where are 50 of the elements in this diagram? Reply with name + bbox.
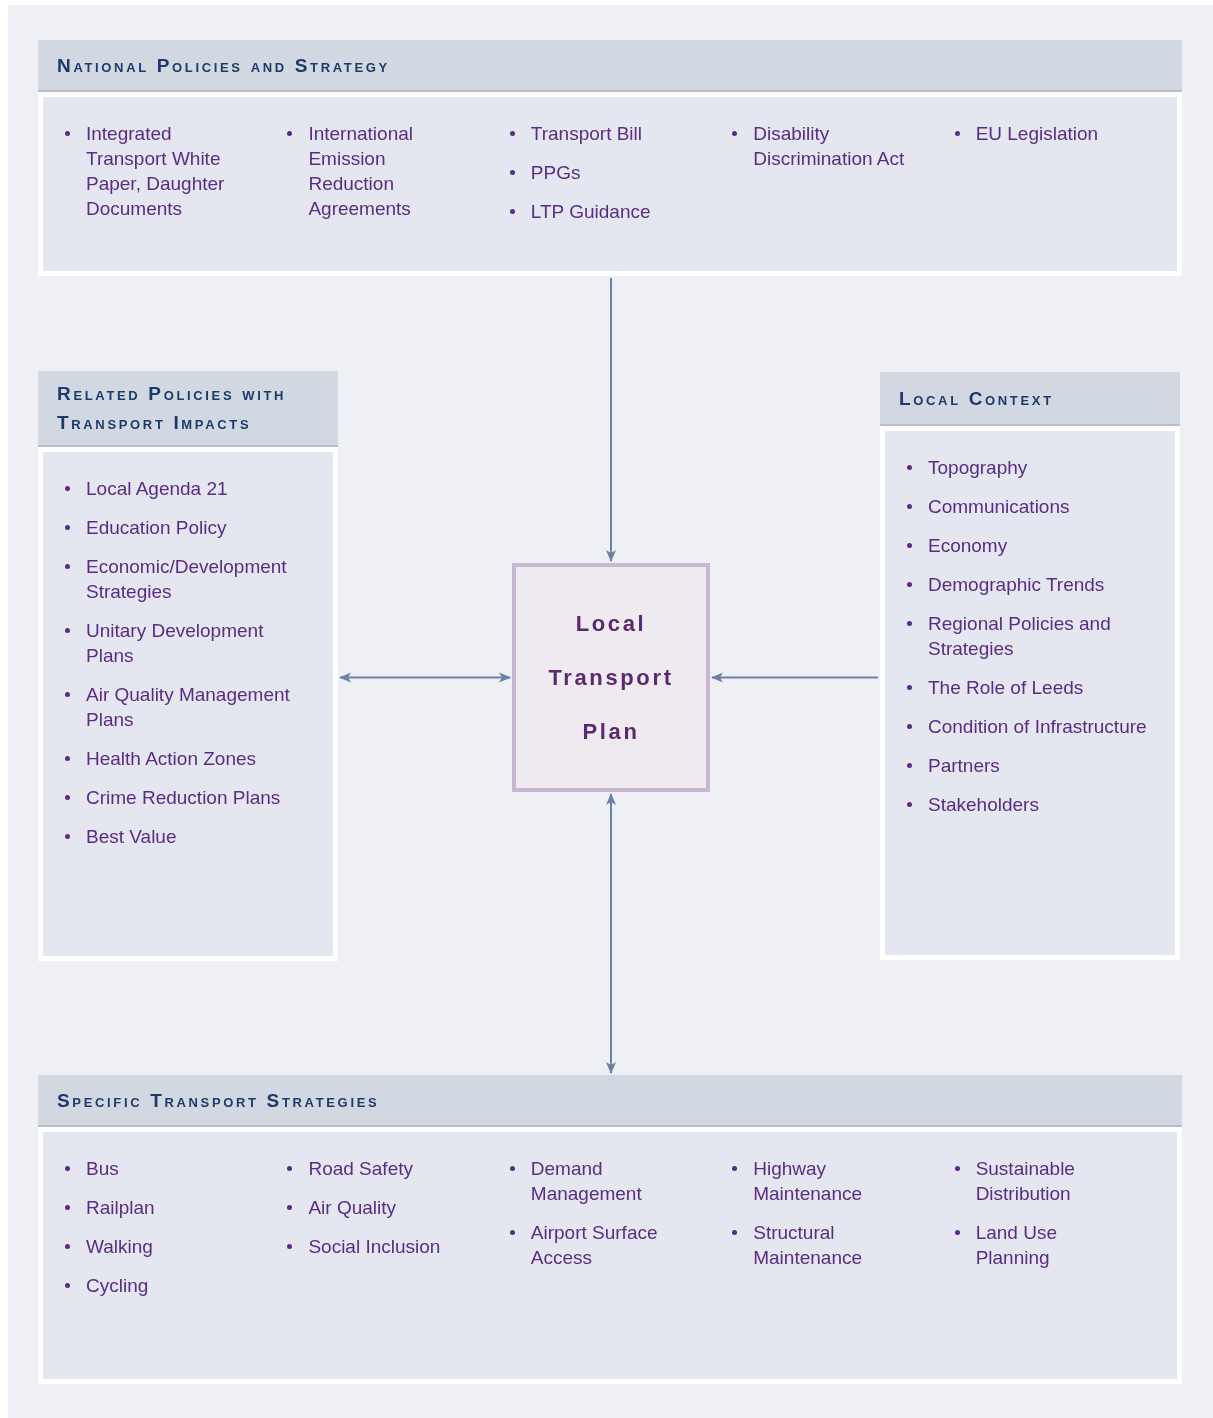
list-item: Airport Surface Access	[530, 1221, 659, 1270]
list-item: Best Value	[86, 825, 178, 849]
list-item: Disability Discrimination Act	[753, 122, 906, 171]
list-item: Demographic Trends	[928, 573, 1106, 597]
list-item: Regional Policies and Strategies	[928, 612, 1112, 661]
arrow	[606, 277, 616, 562]
list-item: Education Policy	[86, 516, 228, 540]
list-item: LTP Guidance	[530, 200, 652, 224]
list-item: Economic/Development Strategies	[86, 555, 288, 604]
list-item: Land Use Planning	[975, 1221, 1058, 1270]
list-item: Cycling	[86, 1274, 150, 1298]
arrow	[606, 793, 616, 1074]
list-item: Road Safety	[308, 1157, 414, 1181]
list-item: Social Inclusion	[308, 1235, 442, 1259]
panel	[38, 1075, 1182, 1384]
panel-header: National Policies and Strategy	[38, 40, 1182, 92]
list-item: Health Action Zones	[86, 747, 258, 771]
panel	[38, 40, 1182, 276]
plan-title: Local Transport Plan	[547, 609, 675, 746]
list-item: Crime Reduction Plans	[86, 786, 282, 810]
list-item: Highway Maintenance	[753, 1157, 863, 1206]
panel-header: Related Policies with Transport Impacts	[38, 371, 338, 447]
list-item: Demand Management	[530, 1157, 643, 1206]
panel	[38, 371, 338, 961]
list-item: EU Legislation	[975, 122, 1100, 146]
list-item: Topography	[928, 456, 1029, 480]
list-item: Transport Bill	[530, 122, 644, 146]
list-item: Condition of Infrastructure	[928, 715, 1147, 739]
list-item: PPGs	[530, 161, 582, 185]
panel-header: Specific Transport Strategies	[38, 1075, 1182, 1127]
list-item: Integrated Transport White Paper, Daughter Documents	[86, 122, 226, 221]
list-item: International Emission Reduction Agreements	[308, 122, 414, 221]
list-item: The Role of Leeds	[928, 676, 1085, 700]
arrow	[711, 672, 879, 683]
arrow	[339, 672, 511, 683]
list-item: Railplan	[86, 1196, 156, 1220]
list-item: Communications	[928, 495, 1071, 519]
list-item: Local Agenda 21	[86, 477, 229, 501]
list-item: Bus	[86, 1157, 120, 1181]
plan-box	[512, 563, 710, 792]
list-item: Partners	[928, 754, 1001, 778]
list-item: Sustainable Distribution	[975, 1157, 1076, 1206]
panel-header: Local Context	[880, 372, 1180, 426]
list-item: Structural Maintenance	[753, 1221, 863, 1270]
list-item: Unitary Development Plans	[86, 619, 265, 668]
list-item: Economy	[928, 534, 1009, 558]
list-item: Stakeholders	[928, 793, 1040, 817]
list-item: Air Quality	[308, 1196, 398, 1220]
list-item: Walking	[86, 1235, 154, 1259]
list-item: Air Quality Management Plans	[86, 683, 291, 732]
